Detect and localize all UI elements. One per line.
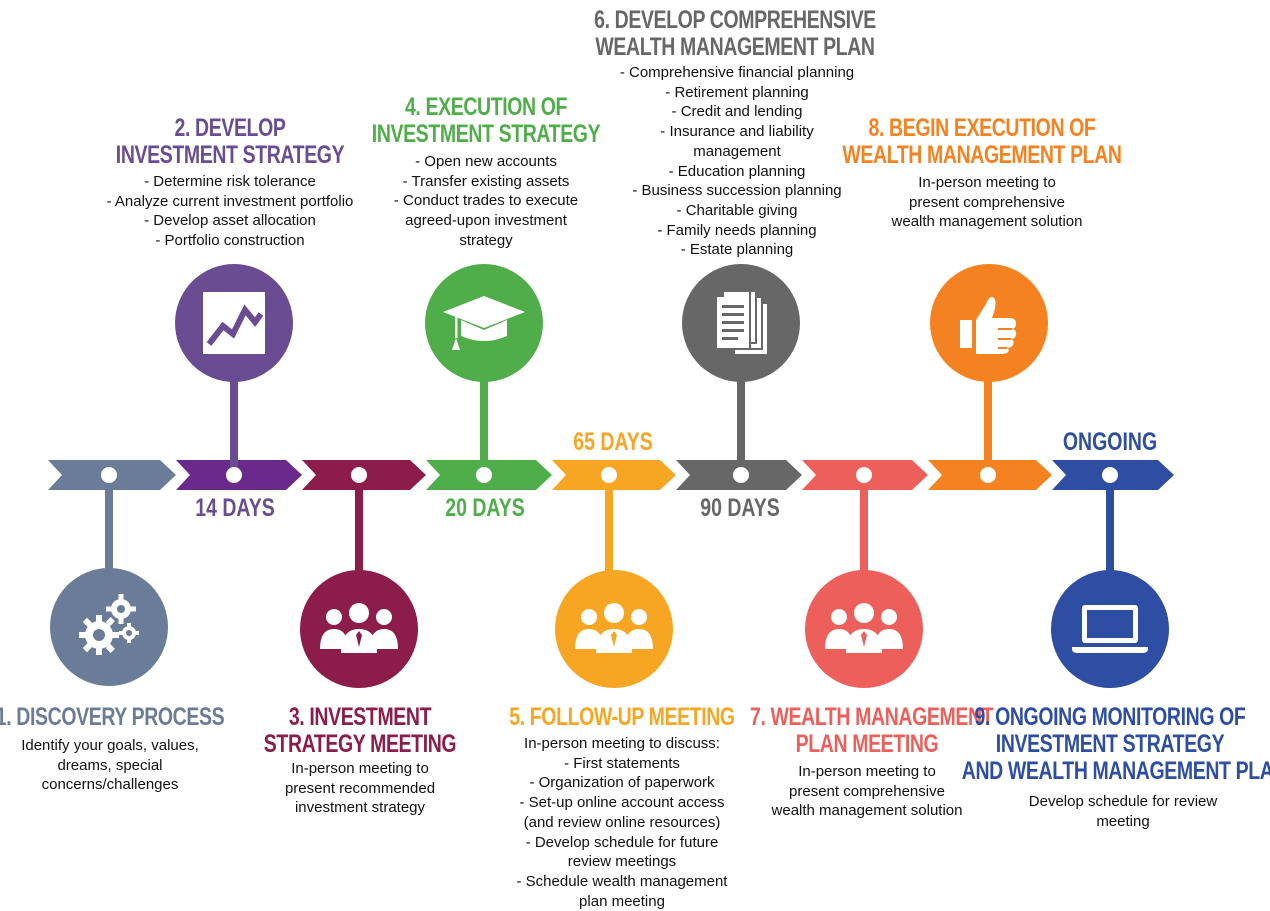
step-1-dot [101,467,117,483]
step-1-description: Identify your goals, values, dreams, spe… [21,737,199,794]
step-2-circle [175,264,293,382]
timeline-label-65-days: 65 DAYS [573,428,653,456]
documents-icon [715,289,769,356]
step-9-dot [1102,467,1118,483]
step-5-connector [605,476,613,576]
step-4-dot [476,467,492,483]
step-6-circle [682,264,800,382]
step-5-dot [601,467,617,483]
step-9-title: 9. ONGOING MONITORING OF INVESTMENT STRA… [961,703,1270,785]
step-7-description: In-person meeting to present comprehensi… [771,763,963,820]
step-6-title: 6. DEVELOP COMPREHENSIVE WEALTH MANAGEME… [594,6,876,61]
timeline-label-14-days: 14 DAYS [195,494,275,522]
step-5-circle [555,570,673,688]
step-9-connector [1106,476,1114,576]
step-4-title: 4. EXECUTION OF INVESTMENT STRATEGY [371,93,601,148]
step-3-circle [300,570,418,688]
timeline-label-90-days: 90 DAYS [700,494,780,522]
step-3-title: 3. INVESTMENT STRATEGY MEETING [263,703,457,758]
laptop-icon [1072,605,1148,653]
step-6-dot [733,467,749,483]
step-3-dot [351,467,367,483]
step-9-description: Develop schedule for review meeting [1028,793,1218,830]
step-5-title: 5. FOLLOW-UP MEETING [509,703,735,731]
step-1-title: 1. DISCOVERY PROCESS [0,703,225,731]
step-4-connector [480,380,488,476]
step-4-description: - Open new accounts - Transfer existing … [393,153,579,249]
people-icon [575,603,653,653]
step-8-title: 8. BEGIN EXECUTION OF WEALTH MANAGEMENT … [842,114,1122,169]
graduation-cap-icon [443,296,525,350]
step-2-description: - Determine risk tolerance - Analyze cur… [106,173,354,250]
step-3-connector [355,476,363,576]
step-2-dot [226,467,242,483]
step-7-title: 7. WEALTH MANAGEMENT PLAN MEETING [750,703,994,758]
step-8-description: In-person meeting to present comprehensi… [891,174,1083,231]
step-4-circle [425,264,543,382]
thumbs-up-icon [960,296,1017,354]
timeline-label-ongoing: ONGOING [1062,428,1158,456]
step-7-connector [860,476,868,576]
step-9-circle [1051,570,1169,688]
step-8-connector [984,380,992,476]
step-3-description: In-person meeting to present recommended… [284,760,436,817]
step-6-connector [737,380,745,476]
gears-icon [79,594,139,655]
step-8-dot [980,467,996,483]
step-2-connector [230,380,238,476]
people-icon [320,603,398,653]
step-7-circle [805,570,923,688]
step-8-circle [930,264,1048,382]
timeline-label-20-days: 20 DAYS [445,494,525,522]
people-icon [825,603,903,653]
step-6-description: - Comprehensive financial planning - Ret… [619,64,855,259]
step-1-circle [50,568,168,686]
chart-icon [203,292,265,354]
step-5-description: In-person meeting to discuss: - First st… [516,735,728,910]
step-2-title: 2. DEVELOP INVESTMENT STRATEGY [115,114,345,169]
step-1-connector [105,476,113,576]
step-7-dot [856,467,872,483]
